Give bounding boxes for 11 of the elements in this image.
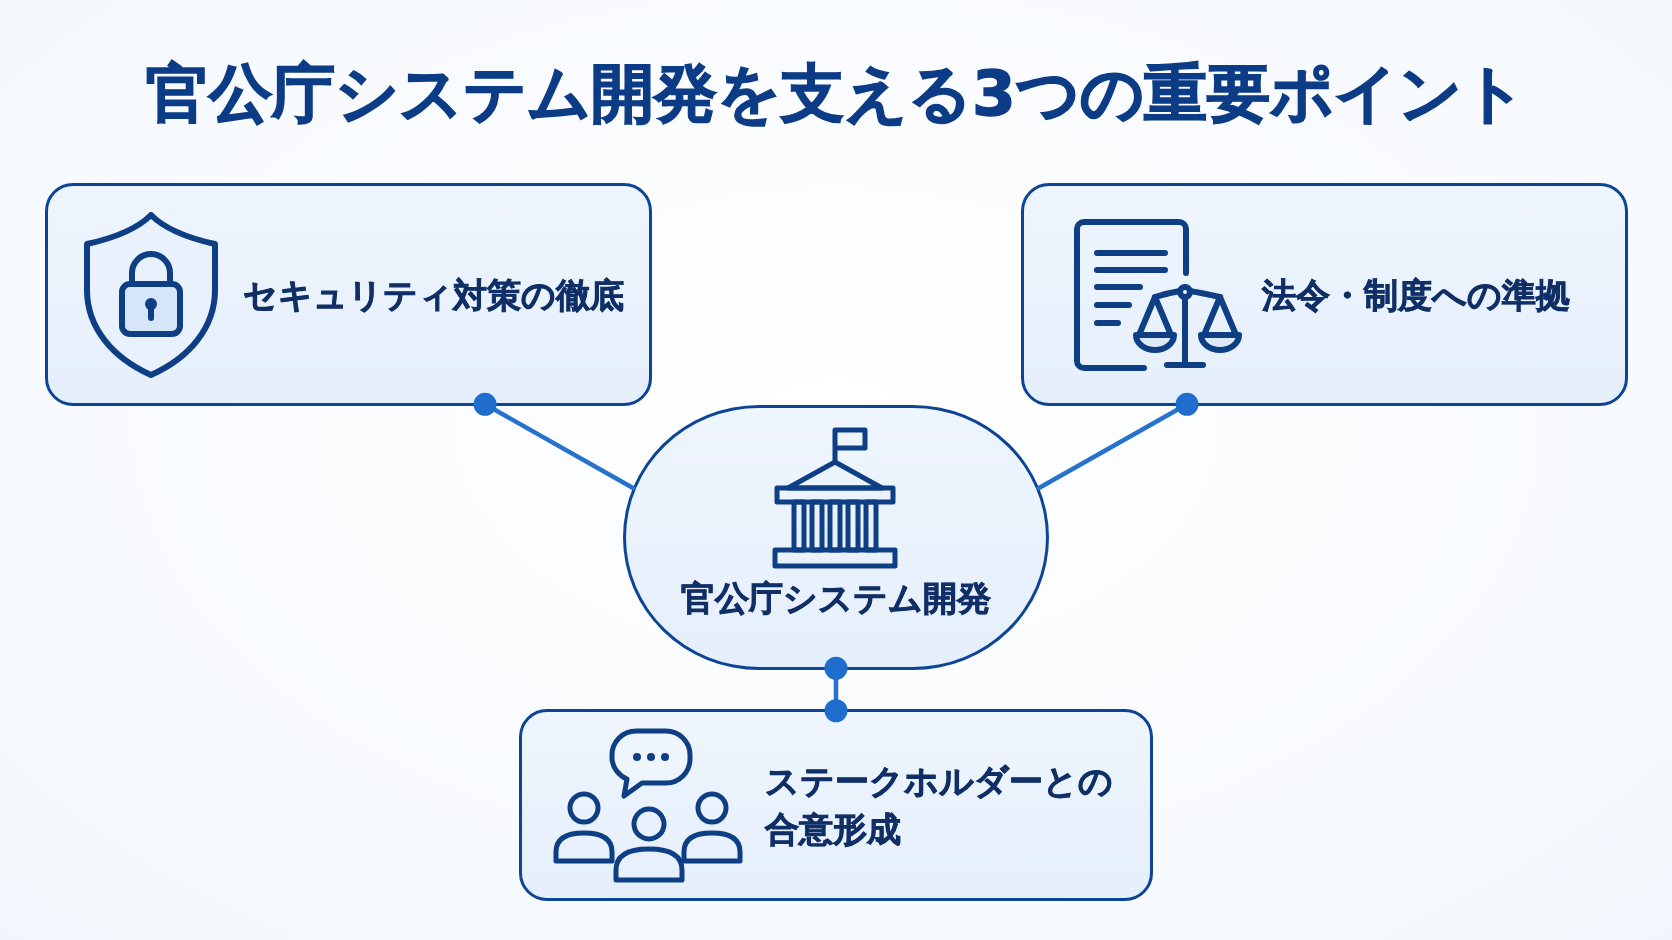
connector-line (473, 392, 636, 491)
topic-card (45, 183, 652, 406)
topic-card (519, 709, 1153, 901)
topic-card (1021, 183, 1628, 406)
node-label: 法令・制度への準拠 (1262, 273, 1570, 317)
connector-line (824, 656, 848, 723)
connector-line (1036, 392, 1199, 491)
node-label: ステークホルダーとの合意形成 (765, 760, 1114, 851)
node-label: セキュリティ対策の徹底 (243, 273, 624, 317)
diagram-title: 官公庁システム開発を支える3つの重要ポイント (146, 56, 1526, 132)
node-label: 官公庁システム開発 (681, 577, 991, 620)
